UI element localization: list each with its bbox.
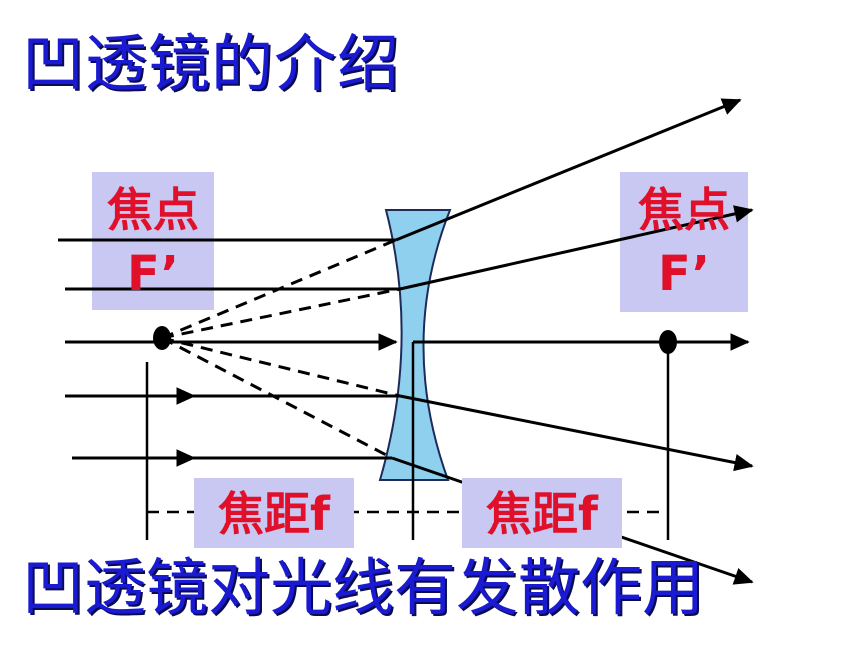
page-title: 凹透镜的介绍 [22,27,401,100]
diverged-ray-4 [399,394,754,472]
focal-length-label-right: 焦距f [486,487,599,541]
focal-point-left [153,326,171,350]
virtual-ray-4 [161,336,401,398]
focus-label-right-line1: 焦点 [638,183,730,237]
focus-label-right-box [620,172,748,312]
virtual-ray-2 [161,287,401,340]
focus-label-right-line2: F’ [658,246,710,302]
focal-length-label-left-box [194,478,354,548]
virtual-ray-1 [161,238,397,340]
caption-divergence: 凹透镜对光线有发散作用 [22,551,705,624]
diverged-ray-2 [399,205,754,291]
focal-length-label-left: 焦距f [218,487,331,541]
diverged-ray-1 [395,98,742,242]
virtual-ray-5 [161,336,393,460]
focus-label-left-line1: 焦点 [107,183,199,237]
focal-length-label-right-box [462,478,622,548]
concave-lens [378,209,452,481]
focus-label-left-line2: F’ [127,246,179,302]
